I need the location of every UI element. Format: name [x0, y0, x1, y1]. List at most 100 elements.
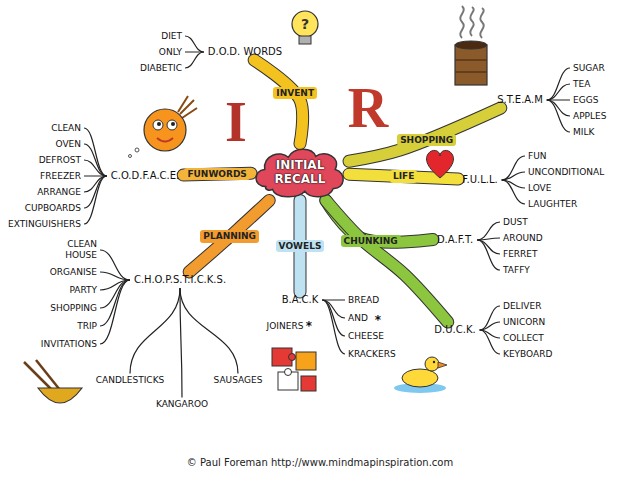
- branch-keyword: C.H.O.P.S.T.I.C.K.S.: [130, 272, 230, 288]
- node-text: APPLES: [573, 111, 606, 122]
- eye: [167, 120, 177, 130]
- mouth: [157, 138, 173, 142]
- leaf-word: CLEAN: [48, 122, 84, 135]
- node-text: LAUGHTER: [528, 199, 577, 210]
- bowl-with-chopsticks: [24, 360, 82, 403]
- leaf-word: CANDLESTICKS: [93, 374, 168, 387]
- node-text: FREEZER: [40, 171, 81, 182]
- node-text: FERRET: [503, 249, 538, 260]
- leaf-word: DELIVER: [500, 300, 544, 313]
- node-text: KANGAROO: [156, 399, 208, 410]
- branch-stroke: [84, 160, 107, 176]
- branch-stroke: [477, 240, 500, 270]
- girl-face: [129, 96, 198, 158]
- branch-line: [84, 160, 107, 176]
- node-text: FUN: [528, 151, 547, 162]
- branch-band: [254, 60, 302, 144]
- branch-stroke: [180, 288, 182, 398]
- branch-stroke: [100, 250, 130, 280]
- branch-stroke: [547, 100, 570, 116]
- branch-line: [322, 300, 345, 336]
- branch-line: [547, 68, 570, 100]
- bulb-glass: [292, 11, 318, 37]
- node-text: UNCONDITIONAL: [528, 167, 604, 178]
- leaf-word: LAUGHTER: [525, 198, 580, 211]
- branch-stroke: [480, 330, 500, 354]
- branch-line: [100, 280, 130, 326]
- pupil: [157, 122, 161, 126]
- bulb-base: [299, 36, 311, 44]
- steam: [460, 6, 463, 38]
- node-text: MILK: [573, 127, 594, 138]
- branch-line: [547, 100, 570, 116]
- cup-rim: [455, 41, 487, 49]
- leaf-word: SUGAR: [570, 62, 608, 75]
- band-fill: [189, 200, 269, 272]
- branch-line: [480, 306, 500, 330]
- thought-dot: [135, 148, 139, 152]
- branch-stroke: [322, 300, 345, 336]
- branch-line: [185, 36, 204, 52]
- node-text: INITIAL RECALL: [269, 158, 331, 187]
- jigsaw-piece: [296, 352, 316, 370]
- branch-line: [100, 280, 130, 344]
- branch-label: CHUNKING: [341, 235, 401, 248]
- jigsaw-pieces: [272, 348, 316, 391]
- node-text: EXTINGUISHERS: [8, 219, 81, 230]
- node-text: EGGS: [573, 95, 598, 106]
- branch-line: [502, 156, 525, 180]
- copyright-note: © Paul Foreman http://www.mindmapinspira…: [187, 457, 453, 469]
- node-text: ORGANISE: [50, 267, 97, 278]
- branch-line: [185, 52, 204, 68]
- thought-dot: [129, 155, 132, 158]
- leaf-word: COLLECT: [500, 332, 547, 345]
- branch-label: LIFE: [390, 170, 417, 183]
- branch-stroke: [480, 306, 500, 330]
- cup-stripe: [455, 59, 487, 61]
- jigsaw-piece: [301, 376, 316, 391]
- node-text: LOVE: [528, 183, 551, 194]
- branch-band: [189, 200, 269, 272]
- leaf-word: LOVE: [525, 182, 554, 195]
- node-text: DUST: [503, 217, 528, 228]
- leaf-word: KANGAROO: [153, 398, 211, 411]
- pupil: [171, 122, 175, 126]
- branch-stroke: [100, 280, 130, 326]
- branch-stroke: [84, 176, 107, 208]
- band-fill: [254, 60, 302, 144]
- eye: [153, 120, 163, 130]
- node-text: DIET: [161, 31, 182, 42]
- asterisk: *: [375, 314, 381, 326]
- question-mark: ?: [301, 17, 309, 31]
- chopstick: [36, 360, 60, 390]
- node-text: CLEAN: [51, 123, 81, 134]
- branch-stroke: [502, 172, 525, 180]
- branch-keyword: S.T.E.A.M: [493, 92, 547, 108]
- leaf-word: ARRANGE: [34, 186, 84, 199]
- leaf-word: KEYBOARD: [500, 348, 555, 361]
- branch-stroke: [547, 100, 570, 132]
- branch-line: [180, 288, 238, 374]
- branch-label: VOWELS: [276, 240, 325, 253]
- leaf-word: TEA: [570, 78, 593, 91]
- node-text: OVEN: [55, 139, 81, 150]
- node-text: KEYBOARD: [503, 349, 552, 360]
- node-text: BREAD: [348, 295, 379, 306]
- node-text: COLLECT: [503, 333, 544, 344]
- branch-line: [477, 222, 500, 240]
- leaf-word: FREEZER: [37, 170, 84, 183]
- branch-stroke: [477, 240, 500, 254]
- branch-stroke: [477, 222, 500, 240]
- node-text: TEA: [573, 79, 590, 90]
- branch-stroke: [100, 280, 130, 344]
- leaf-word: TAFFY: [500, 264, 533, 277]
- node-text: TAFFY: [503, 265, 530, 276]
- band-outline: [326, 200, 448, 322]
- leaf-word: SHOPPING: [47, 302, 100, 315]
- branch-line: [502, 172, 525, 180]
- steaming-cup: [455, 6, 487, 85]
- leaf-word: OVEN: [52, 138, 84, 151]
- branch-keyword: D.A.F.T.: [433, 232, 477, 248]
- leaf-word: UNICORN: [500, 316, 548, 329]
- central-cloud: INITIAL RECALL: [251, 144, 349, 201]
